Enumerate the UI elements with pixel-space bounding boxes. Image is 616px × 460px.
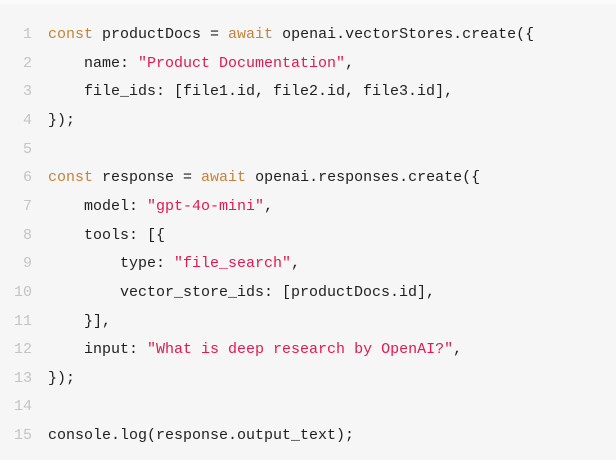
line-number: 1 (22, 26, 32, 43)
line-number: 10 (13, 283, 32, 301)
line-number: 3 (22, 83, 32, 101)
line-number: 13 (13, 369, 32, 387)
line-number: 9 (22, 255, 32, 273)
line-number: 14 (13, 398, 32, 416)
code-token: type: (48, 255, 175, 273)
code-line: 15 console.log(response.output_text); (0, 422, 354, 450)
code-line: 6 const response = await openai.responses… (0, 164, 480, 192)
keyword-token: await (201, 169, 247, 187)
code-token: productDocs = (93, 26, 229, 43)
string-token: "What is deep research by OpenAI?" (147, 341, 454, 359)
code-token: openai.vectorStores.create({ (273, 26, 535, 43)
line-number: 12 (13, 341, 32, 359)
line-number: 6 (22, 169, 32, 187)
string-token: "Product Documentation" (138, 54, 346, 72)
code-token: , (264, 197, 274, 215)
code-line: 2 name: "Product Documentation", (0, 50, 354, 78)
code-line: 1 const productDocs = await openai.vector… (0, 21, 534, 49)
code-token: response = (93, 169, 202, 187)
code-line: 14 (0, 393, 48, 421)
code-token: }); (48, 111, 76, 129)
line-number: 15 (13, 427, 32, 445)
code-token: model: (48, 197, 148, 215)
code-token: file_ids: [file1.id, file2.id, file3.id]… (48, 83, 454, 101)
line-number: 7 (22, 197, 32, 215)
code-line: 11 }], (0, 308, 111, 336)
code-line: 7 model: "gpt-4o-mini", (0, 193, 273, 221)
code-line: 9 type: "file_search", (0, 250, 300, 278)
string-token: "gpt-4o-mini" (147, 197, 265, 215)
code-token: , (291, 255, 301, 273)
code-token: openai.responses.create({ (246, 169, 481, 187)
code-token: , (345, 54, 355, 72)
code-line: 12 input: "What is deep research by Open… (0, 336, 462, 364)
line-number: 11 (13, 312, 32, 330)
code-token: }); (48, 369, 76, 387)
code-line: 10 vector_store_ids: [productDocs.id], (0, 279, 435, 307)
code-token: }], (48, 312, 112, 330)
code-line: 4}); (0, 107, 75, 135)
line-number: 2 (22, 54, 32, 72)
string-token: "file_search" (174, 255, 292, 273)
code-line: 13}); (0, 365, 75, 393)
code-token: name: (48, 54, 139, 72)
code-token: , (453, 341, 463, 359)
code-token: input: (48, 341, 148, 359)
keyword-token: const (48, 169, 94, 187)
line-number: 8 (22, 226, 32, 244)
code-line: 5 (0, 136, 48, 164)
code-line: 3 file_ids: [file1.id, file2.id, file3.i… (0, 78, 453, 106)
keyword-token: await (228, 26, 274, 43)
line-number: 5 (22, 140, 32, 158)
keyword-token: const (48, 26, 94, 43)
code-token: vector_store_ids: [productDocs.id], (48, 283, 436, 301)
code-token: tools: [{ (48, 226, 166, 244)
code-line: 8 tools: [{ (0, 222, 165, 250)
code-token: console.log(response.output_text); (48, 427, 355, 445)
line-number: 4 (22, 111, 32, 129)
code-block: 1 const productDocs = await openai.vector… (0, 4, 616, 460)
